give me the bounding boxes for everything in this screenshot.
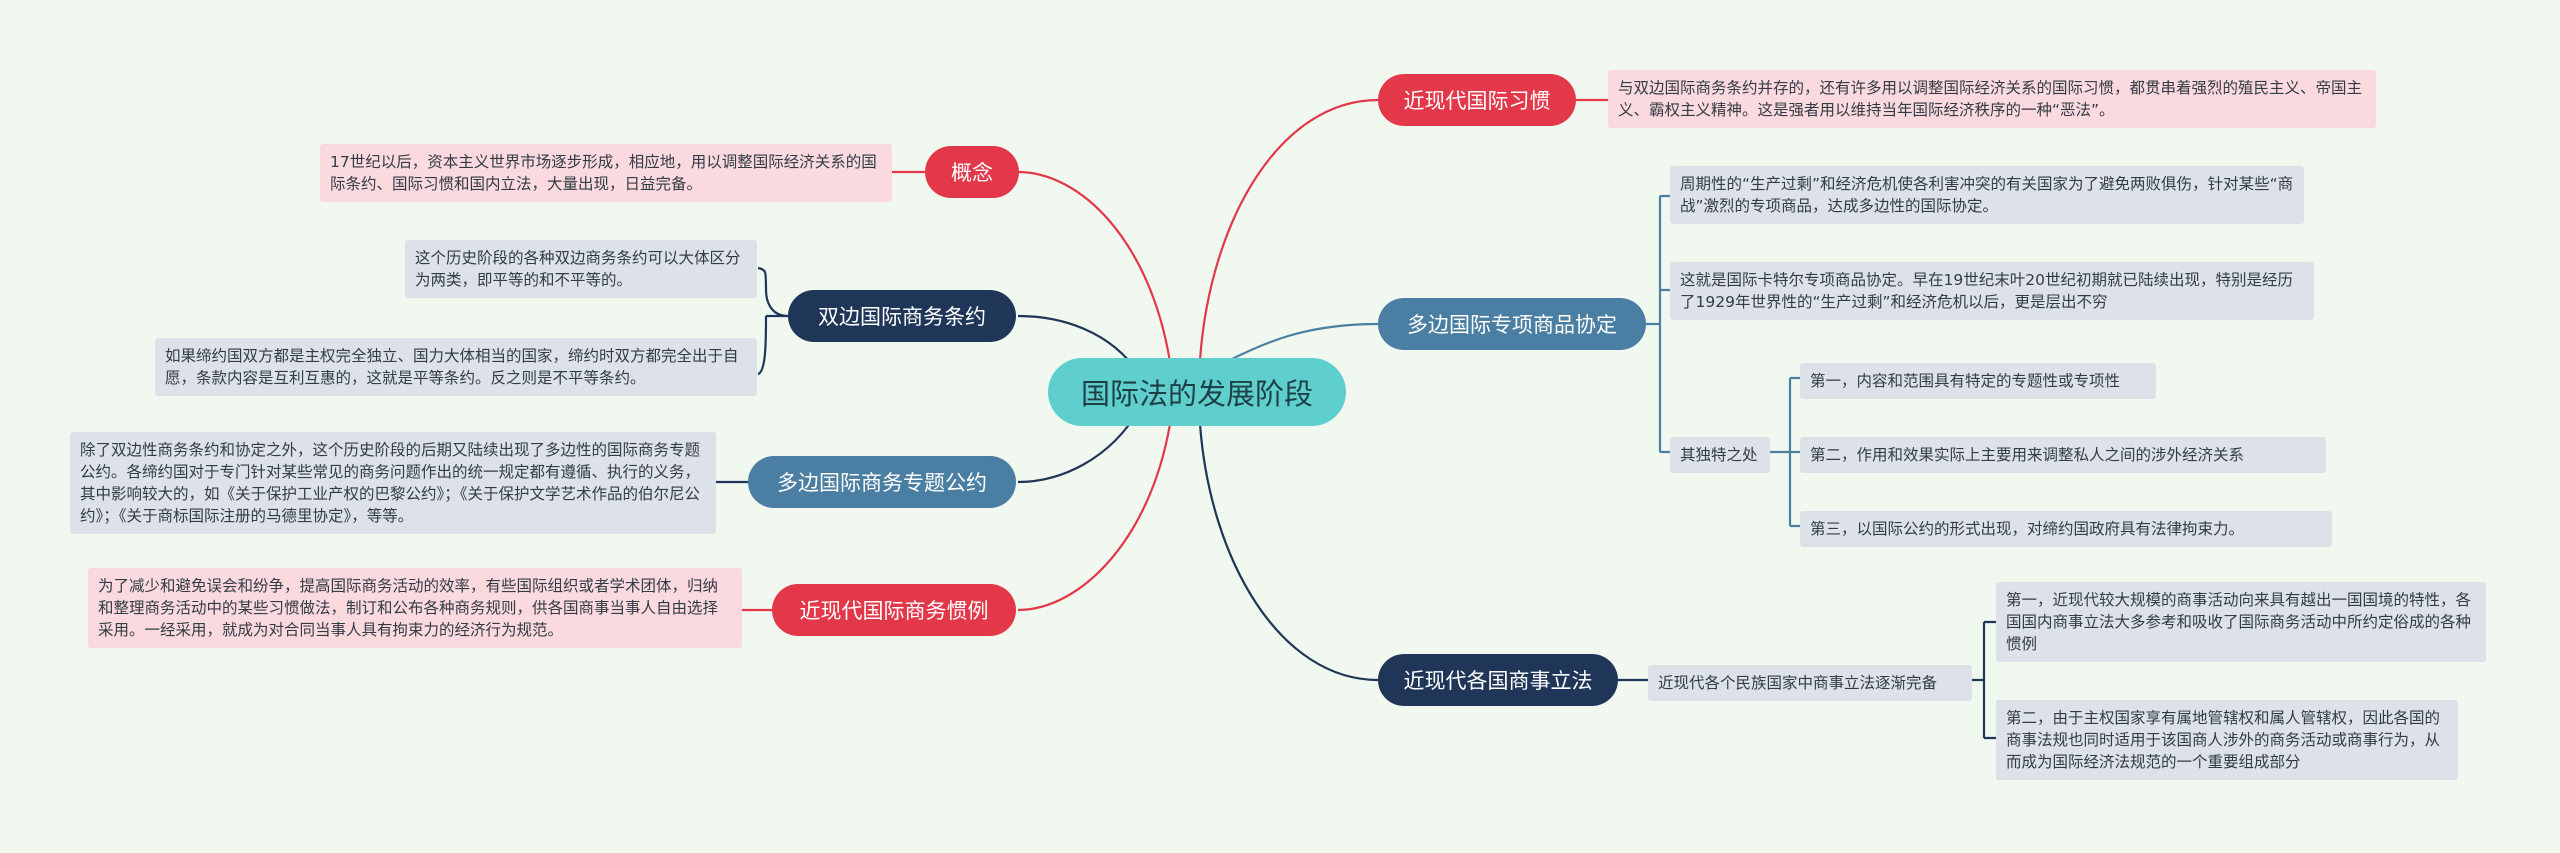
leaf-legislation-sub: 近现代各个民族国家中商事立法逐渐完备: [1648, 665, 1972, 701]
branch-concept-label: 概念: [951, 161, 993, 185]
branch-custom[interactable]: 近现代国际习惯: [1378, 74, 1576, 126]
leaf-unique-item-1: 第一，内容和范围具有特定的专题性或专项性: [1800, 363, 2156, 399]
leaf-custom-text: 与双边国际商务条约并存的，还有许多用以调整国际经济关系的国际习惯，都贯串着强烈的…: [1608, 70, 2376, 128]
branch-commodity[interactable]: 多边国际专项商品协定: [1378, 298, 1646, 350]
link-unique-bracket: [1770, 376, 1800, 528]
central-topic-label: 国际法的发展阶段: [1080, 377, 1313, 411]
leaf-bilateral-text-2: 如果缔约国双方都是主权完全独立、国力大体相当的国家，缔约时双方都完全出于自愿，条…: [155, 338, 757, 396]
leaf-bilateral-text-1: 这个历史阶段的各种双边商务条约可以大体区分为两类，即平等的和不平等的。: [405, 240, 757, 298]
leaf-unique-item-3: 第三，以国际公约的形式出现，对缔约国政府具有法律拘束力。: [1800, 511, 2332, 547]
central-topic[interactable]: 国际法的发展阶段: [1048, 358, 1346, 426]
leaf-multilateral-convention-text: 除了双边性商务条约和协定之外，这个历史阶段的后期又陆续出现了多边性的国际商务专题…: [70, 432, 716, 534]
branch-concept[interactable]: 概念: [925, 146, 1019, 198]
link-legislation-bracket: [1972, 620, 1996, 740]
link-bilateral-leaves: [757, 266, 789, 376]
branch-legislation-label: 近现代各国商事立法: [1403, 669, 1593, 693]
branch-custom-label: 近现代国际习惯: [1403, 89, 1551, 113]
leaf-legislation-item-2: 第二，由于主权国家享有属地管辖权和属人管辖权，因此各国的商事法规也同时适用于该国…: [1996, 700, 2458, 780]
branch-multilateral-convention-label: 多边国际商务专题公约: [777, 471, 987, 495]
branch-commodity-label: 多边国际专项商品协定: [1407, 313, 1617, 337]
leaf-legislation-item-1: 第一，近现代较大规模的商事活动向来具有越出一国国境的特性，各国国内商事立法大多参…: [1996, 582, 2486, 662]
branch-bilateral[interactable]: 双边国际商务条约: [788, 290, 1016, 342]
leaf-commodity-text-1: 周期性的“生产过剩”和经济危机使各利害冲突的有关国家为了避免两败俱伤，针对某些“…: [1670, 166, 2304, 224]
link-center-custom: [1198, 98, 1379, 361]
link-commodity-bracket: [1646, 194, 1670, 454]
branch-practice[interactable]: 近现代国际商务惯例: [772, 584, 1016, 636]
link-center-practice: [1017, 423, 1172, 612]
branch-bilateral-label: 双边国际商务条约: [818, 305, 986, 329]
branch-practice-label: 近现代国际商务惯例: [799, 599, 989, 623]
link-center-legislation: [1198, 423, 1379, 682]
leaf-unique-item-2: 第二，作用和效果实际上主要用来调整私人之间的涉外经济关系: [1800, 437, 2326, 473]
branch-multilateral-convention[interactable]: 多边国际商务专题公约: [748, 456, 1016, 508]
link-center-concept: [1017, 170, 1172, 363]
leaf-commodity-text-2: 这就是国际卡特尔专项商品协定。早在19世纪末叶20世纪初期就已陆续出现，特别是经…: [1670, 262, 2314, 320]
link-center-commodity: [1229, 322, 1379, 361]
leaf-commodity-unique: 其独特之处: [1670, 437, 1770, 473]
leaf-practice-text: 为了减少和避免误会和纷争，提高国际商务活动的效率，有些国际组织或者学术团体，归纳…: [88, 568, 742, 648]
branch-legislation[interactable]: 近现代各国商事立法: [1378, 654, 1618, 706]
leaf-concept-text: 17世纪以后，资本主义世界市场逐步形成，相应地，用以调整国际经济关系的国际条约、…: [320, 144, 892, 202]
